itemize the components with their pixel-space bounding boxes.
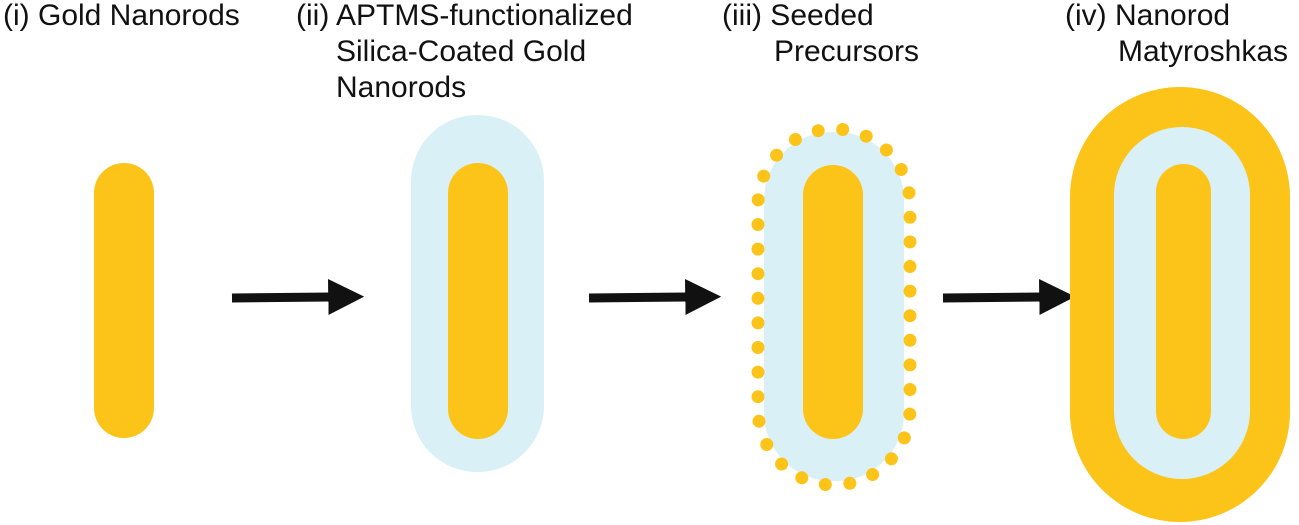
gold-nanorod-core <box>803 165 863 439</box>
gold-seed-dot <box>843 476 857 490</box>
stage-3-label-line: Precursors <box>774 35 920 68</box>
gold-seed-dot <box>902 186 916 200</box>
gold-seed-dot <box>903 407 917 421</box>
gold-seed-dot <box>884 452 898 466</box>
gold-seed-dot <box>903 309 917 323</box>
gold-seed-dot <box>788 133 802 146</box>
gold-seed-dot <box>751 291 765 305</box>
gold-seed-dot <box>751 316 765 330</box>
gold-seed-dot <box>751 341 765 354</box>
stage-1-label: (i) Gold Nanorods <box>3 0 240 34</box>
stage-3-label-line: (iii) Seeded <box>722 0 874 32</box>
gold-seed-dot <box>751 242 765 256</box>
gold-seed-dot <box>751 390 765 404</box>
gold-nanorod-core <box>448 163 508 439</box>
gold-nanorod-core <box>1156 164 1211 439</box>
stage-2-label-line: Nanorods <box>336 71 467 104</box>
gold-seed-dot <box>903 358 917 372</box>
gold-seed-dots <box>751 123 917 491</box>
gold-seed-dot <box>866 468 880 481</box>
gold-seed-dot <box>903 235 917 249</box>
gold-seed-dot <box>897 431 911 445</box>
gold-seed-dot <box>751 365 765 379</box>
stage-4-label-line: Matyroshkas <box>1118 35 1289 68</box>
stage-2-label-line: Silica-Coated Gold <box>336 35 587 68</box>
gold-seed-dot <box>903 260 917 273</box>
gold-seed-dot <box>894 163 908 176</box>
stage-2-label: (ii) APTMS-functionalized Silica-Coated … <box>296 0 633 106</box>
gold-seed-dot <box>859 129 873 143</box>
stage-2-label-line: (ii) APTMS-functionalized <box>296 0 633 32</box>
stage-4-label: (iv) Nanorod Matyroshkas <box>1065 0 1288 70</box>
stage-3-label: (iii) Seeded Precursors <box>722 0 919 70</box>
silica-coated-nanorod <box>411 115 544 472</box>
gold-seed-dot <box>818 478 832 491</box>
stage-1-label-line: (i) Gold Nanorods <box>3 0 240 32</box>
gold-seed-dot <box>770 148 784 162</box>
gold-seed-dot <box>775 457 789 471</box>
gold-seed-dot <box>751 193 765 207</box>
gold-seed-dot <box>879 143 893 157</box>
arrow-right-1 <box>231 279 365 316</box>
gold-seed-dot <box>836 123 850 136</box>
gold-seed-dot <box>795 471 809 485</box>
gold-seed-dot <box>752 414 766 428</box>
gold-seed-dot <box>903 284 917 298</box>
nanorod-matryoshka <box>1070 87 1290 522</box>
gold-seed-dot <box>757 169 771 183</box>
gold-seed-dot <box>811 124 825 138</box>
gold-seed-dot <box>751 267 765 281</box>
arrow-right-3 <box>942 279 1076 316</box>
gold-seed-dot <box>760 438 774 451</box>
gold-seed-dot <box>903 383 917 396</box>
gold-nanorod-stage-1 <box>94 163 154 438</box>
gold-seed-dot <box>751 218 765 231</box>
gold-nanorod-core <box>94 163 154 438</box>
seeded-precursor <box>751 123 917 491</box>
gold-seed-dot <box>903 210 917 224</box>
stage-4-label-line: (iv) Nanorod <box>1065 0 1231 32</box>
arrow-right-2 <box>588 279 722 316</box>
gold-seed-dot <box>903 333 917 347</box>
